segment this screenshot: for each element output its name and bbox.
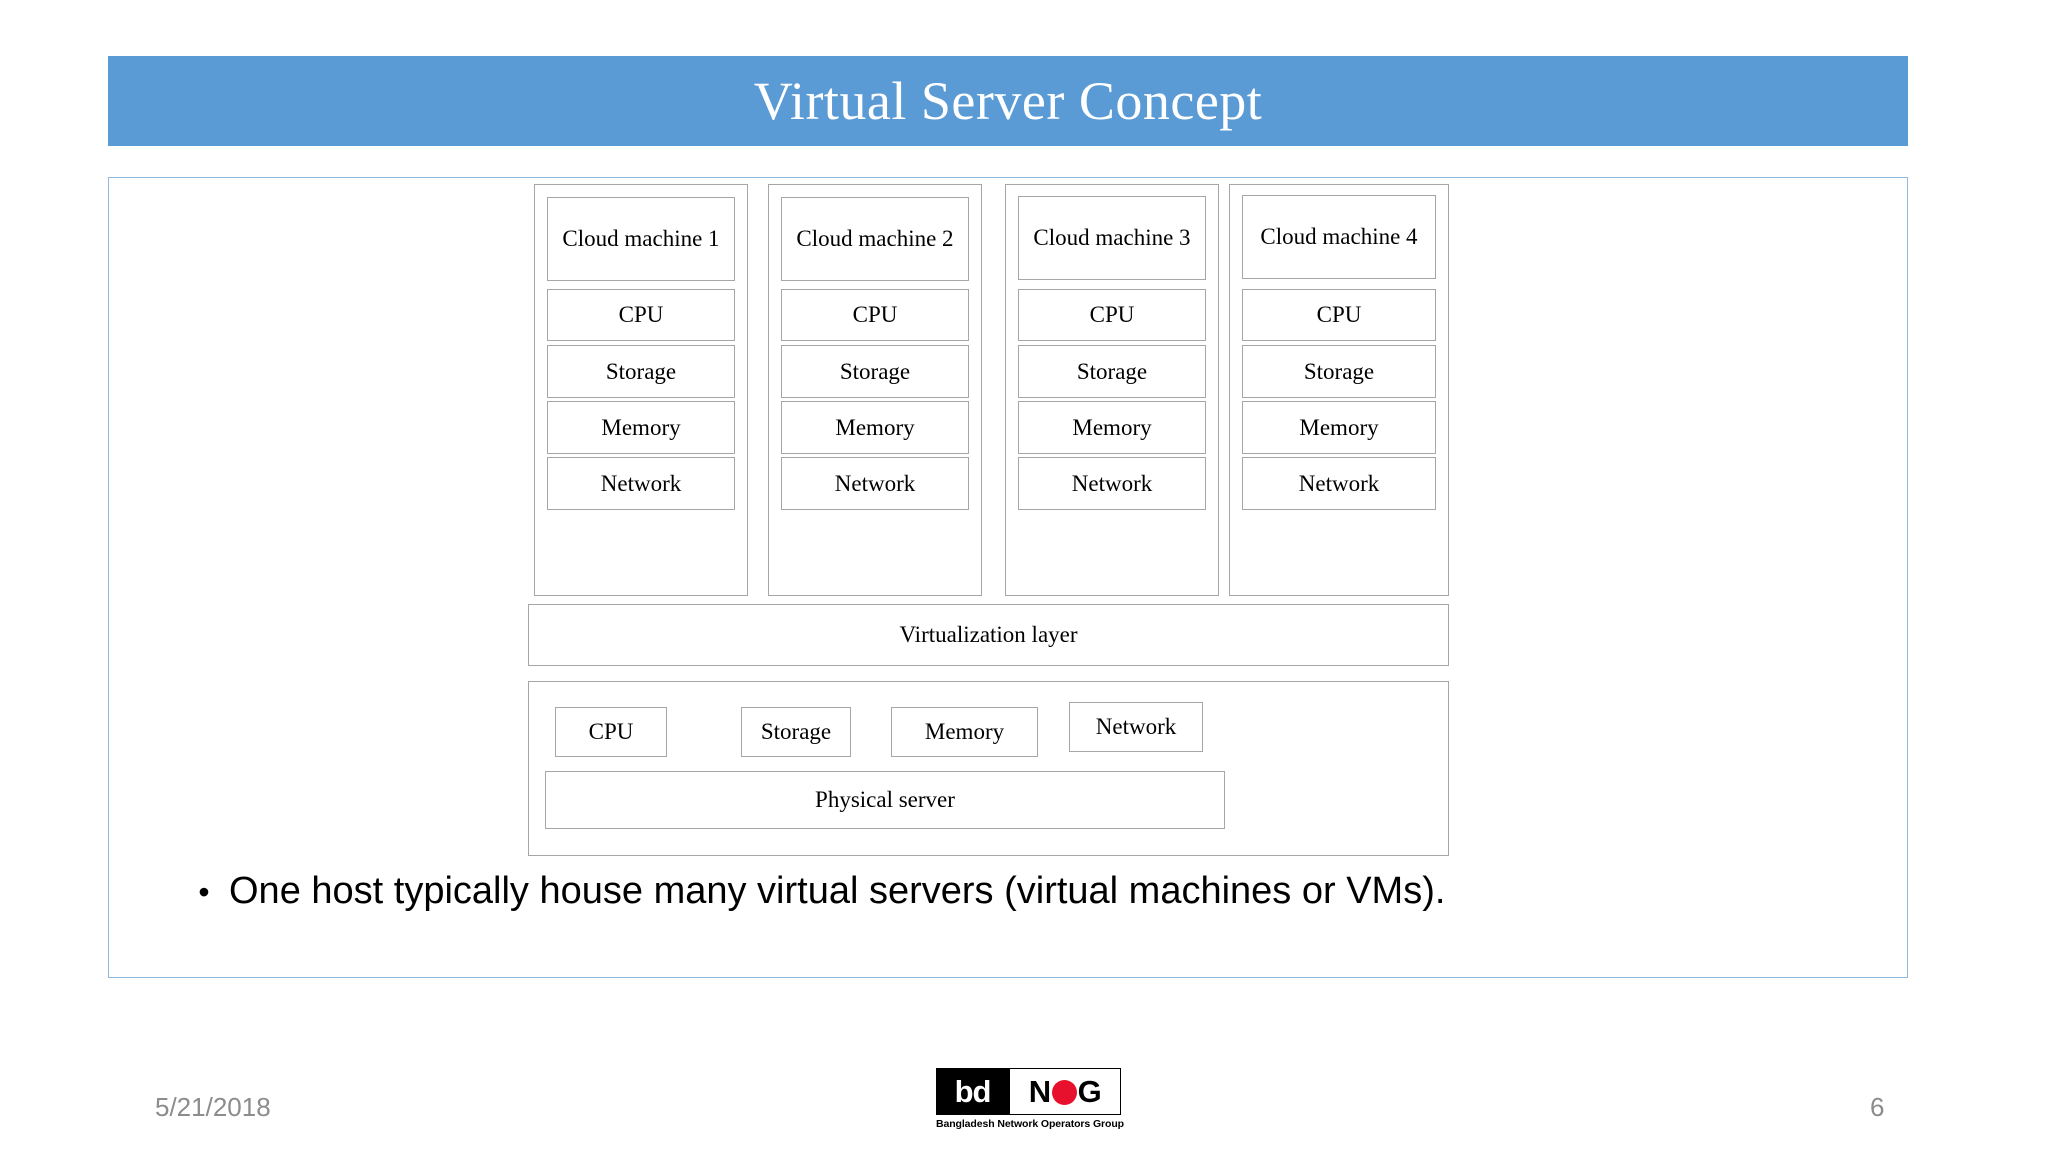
vm-column-3: Cloud machine 3 CPU Storage Memory Netwo… <box>1005 184 1219 596</box>
bullet-text: One host typically house many virtual se… <box>229 870 1446 912</box>
physical-resource-network: Network <box>1069 702 1203 752</box>
vm-column-2: Cloud machine 2 CPU Storage Memory Netwo… <box>768 184 982 596</box>
vm-resource-network: Network <box>547 457 735 510</box>
vm-resource-storage: Storage <box>547 345 735 398</box>
vm-resource-cpu: CPU <box>1242 289 1436 341</box>
bangladesh-flag-circle-icon <box>1051 1080 1077 1105</box>
slide-title-banner: Virtual Server Concept <box>108 56 1908 146</box>
vm-resource-memory: Memory <box>1242 401 1436 454</box>
physical-layer-box: CPU Storage Memory Network Physical serv… <box>528 681 1449 856</box>
physical-server-box: Physical server <box>545 771 1225 829</box>
footer-page-number: 6 <box>1870 1092 1885 1122</box>
vm-title-box: Cloud machine 4 <box>1242 195 1436 279</box>
bullet-list-item: • One host typically house many virtual … <box>179 870 1879 914</box>
footer-date: 5/21/2018 <box>155 1092 271 1122</box>
physical-resource-storage: Storage <box>741 707 851 757</box>
vm-resource-cpu: CPU <box>781 289 969 341</box>
bdnog-logo-n-letter: N <box>1028 1073 1051 1109</box>
bdnog-logo-g-letter: G <box>1077 1073 1102 1109</box>
physical-resource-memory: Memory <box>891 707 1038 757</box>
vm-title-box: Cloud machine 2 <box>781 197 969 281</box>
vm-resource-storage: Storage <box>1018 345 1206 398</box>
vm-resource-network: Network <box>1018 457 1206 510</box>
vm-title-box: Cloud machine 1 <box>547 197 735 281</box>
vm-resource-storage: Storage <box>1242 345 1436 398</box>
bdnog-logo-wordmark: bd N G <box>936 1068 1121 1115</box>
bdnog-logo: bd N G Bangladesh Network Operators Grou… <box>936 1068 1124 1136</box>
vm-resource-cpu: CPU <box>547 289 735 341</box>
slide-content-frame: Cloud machine 1 CPU Storage Memory Netwo… <box>108 177 1908 978</box>
page-title: Virtual Server Concept <box>753 71 1263 131</box>
vm-title-box: Cloud machine 3 <box>1018 196 1206 280</box>
vm-resource-network: Network <box>1242 457 1436 510</box>
virtual-server-diagram: Cloud machine 1 CPU Storage Memory Netwo… <box>109 178 1907 977</box>
bdnog-logo-tagline: Bangladesh Network Operators Group <box>936 1118 1124 1130</box>
vm-resource-cpu: CPU <box>1018 289 1206 341</box>
vm-column-1: Cloud machine 1 CPU Storage Memory Netwo… <box>534 184 748 596</box>
virtualization-layer-box: Virtualization layer <box>528 604 1449 666</box>
vm-column-4: Cloud machine 4 CPU Storage Memory Netwo… <box>1229 184 1449 596</box>
bdnog-logo-bd-text: bd <box>936 1068 1009 1115</box>
vm-resource-memory: Memory <box>1018 401 1206 454</box>
vm-resource-storage: Storage <box>781 345 969 398</box>
physical-resource-cpu: CPU <box>555 707 667 757</box>
vm-resource-memory: Memory <box>547 401 735 454</box>
vm-resource-network: Network <box>781 457 969 510</box>
bullet-marker-icon: • <box>198 874 210 910</box>
vm-resource-memory: Memory <box>781 401 969 454</box>
bdnog-logo-nog-text: N G <box>1009 1068 1121 1115</box>
